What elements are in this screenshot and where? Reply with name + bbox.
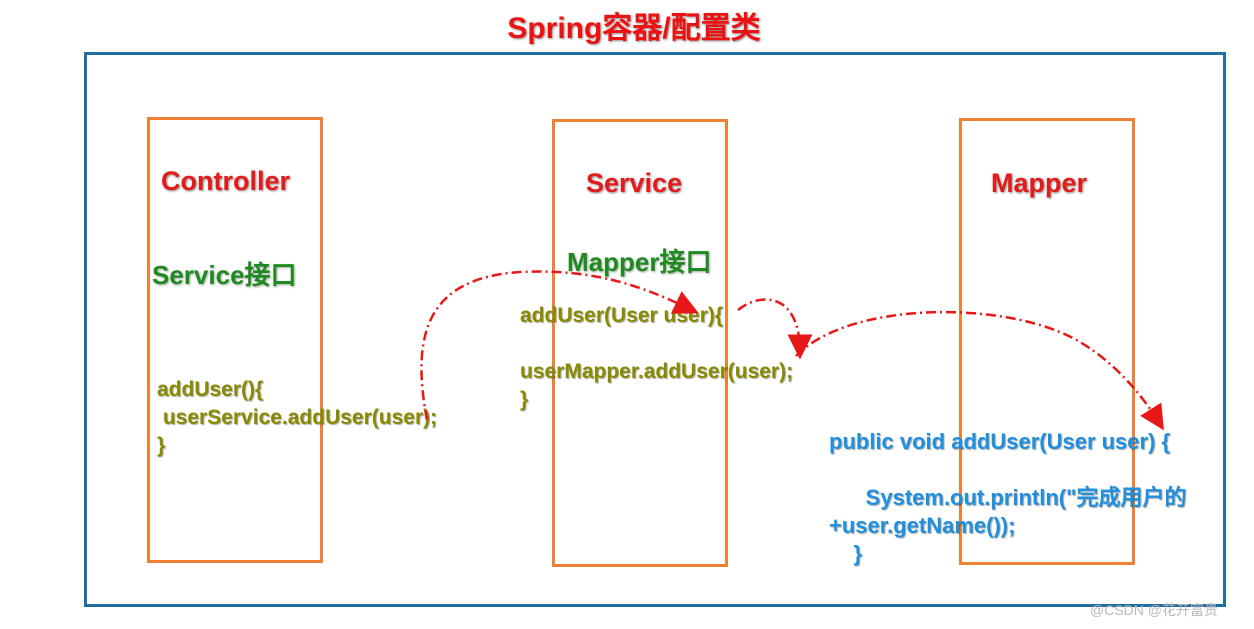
mapper-code-line-3: System.out.println("完成用户的 xyxy=(829,485,1187,510)
mapper-layer-title: Mapper xyxy=(991,168,1088,198)
controller-service-interface-label: Service接口 xyxy=(152,260,297,290)
service-code-line-1: addUser(User user){ xyxy=(520,304,724,327)
controller-code-line-1: addUser(){ xyxy=(157,378,264,401)
mapper-code-line-1: public void addUser(User user) { xyxy=(829,429,1171,454)
mapper-code-line-5: } xyxy=(829,541,863,566)
controller-layer-title: Controller xyxy=(161,166,291,196)
mapper-code-line-4: +user.getName()); xyxy=(829,513,1016,538)
controller-code-line-3: } xyxy=(157,434,166,457)
controller-code-line-2: userService.addUser(user); xyxy=(157,406,438,429)
watermark: @CSDN @花开富贵 xyxy=(1090,602,1218,618)
controller-layer-box xyxy=(147,117,323,563)
service-layer-title: Service xyxy=(586,168,683,198)
service-mapper-interface-label: Mapper接口 xyxy=(567,247,712,277)
service-code-line-3: userMapper.addUser(user); xyxy=(520,360,794,383)
service-code-line-4: } xyxy=(520,388,529,411)
diagram-title: Spring容器/配置类 xyxy=(507,12,761,45)
spring-container-box xyxy=(84,52,1226,607)
